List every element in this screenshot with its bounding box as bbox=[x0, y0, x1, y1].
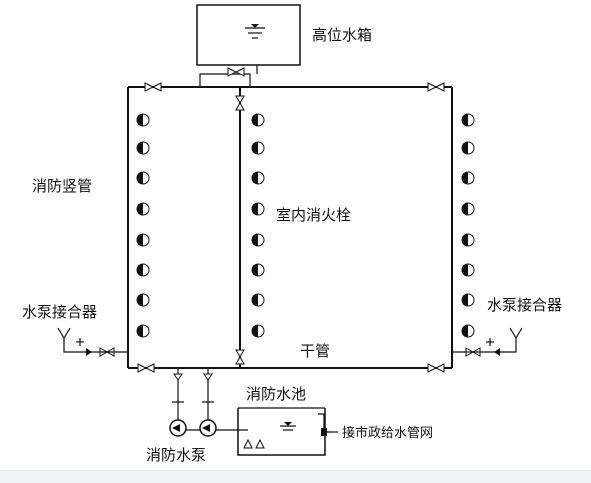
municipal-label: 接市政给水管网 bbox=[342, 425, 433, 441]
high-tank bbox=[196, 4, 301, 66]
pipe-network bbox=[127, 86, 453, 369]
gate-valves bbox=[99, 82, 481, 373]
fire-water-system-diagram: 高位水箱 bbox=[22, 4, 562, 464]
pump-connector-left bbox=[57, 327, 128, 356]
bottom-strip bbox=[0, 470, 591, 483]
high-tank-label: 高位水箱 bbox=[312, 26, 372, 44]
fire-pool-label: 消防水池 bbox=[246, 385, 306, 403]
pump-connector-right bbox=[452, 327, 523, 356]
hydrants-middle bbox=[251, 113, 265, 338]
pump-connector-right-label: 水泵接合器 bbox=[487, 296, 562, 314]
municipal-inlet bbox=[318, 413, 338, 436]
pump-connector-left-label: 水泵接合器 bbox=[22, 303, 97, 321]
fire-pump-label: 消防水泵 bbox=[146, 446, 206, 464]
hydrants-right bbox=[461, 113, 475, 338]
hydrants-left bbox=[136, 113, 150, 338]
fire-pool bbox=[237, 407, 326, 456]
main-pipe-label: 干管 bbox=[300, 342, 330, 360]
hydrant-label: 室内消火栓 bbox=[276, 206, 351, 224]
fire-pump-2 bbox=[199, 419, 217, 437]
fire-pump-1 bbox=[169, 419, 187, 437]
riser-label: 消防竖管 bbox=[32, 177, 92, 195]
tank-outlet bbox=[199, 65, 258, 87]
